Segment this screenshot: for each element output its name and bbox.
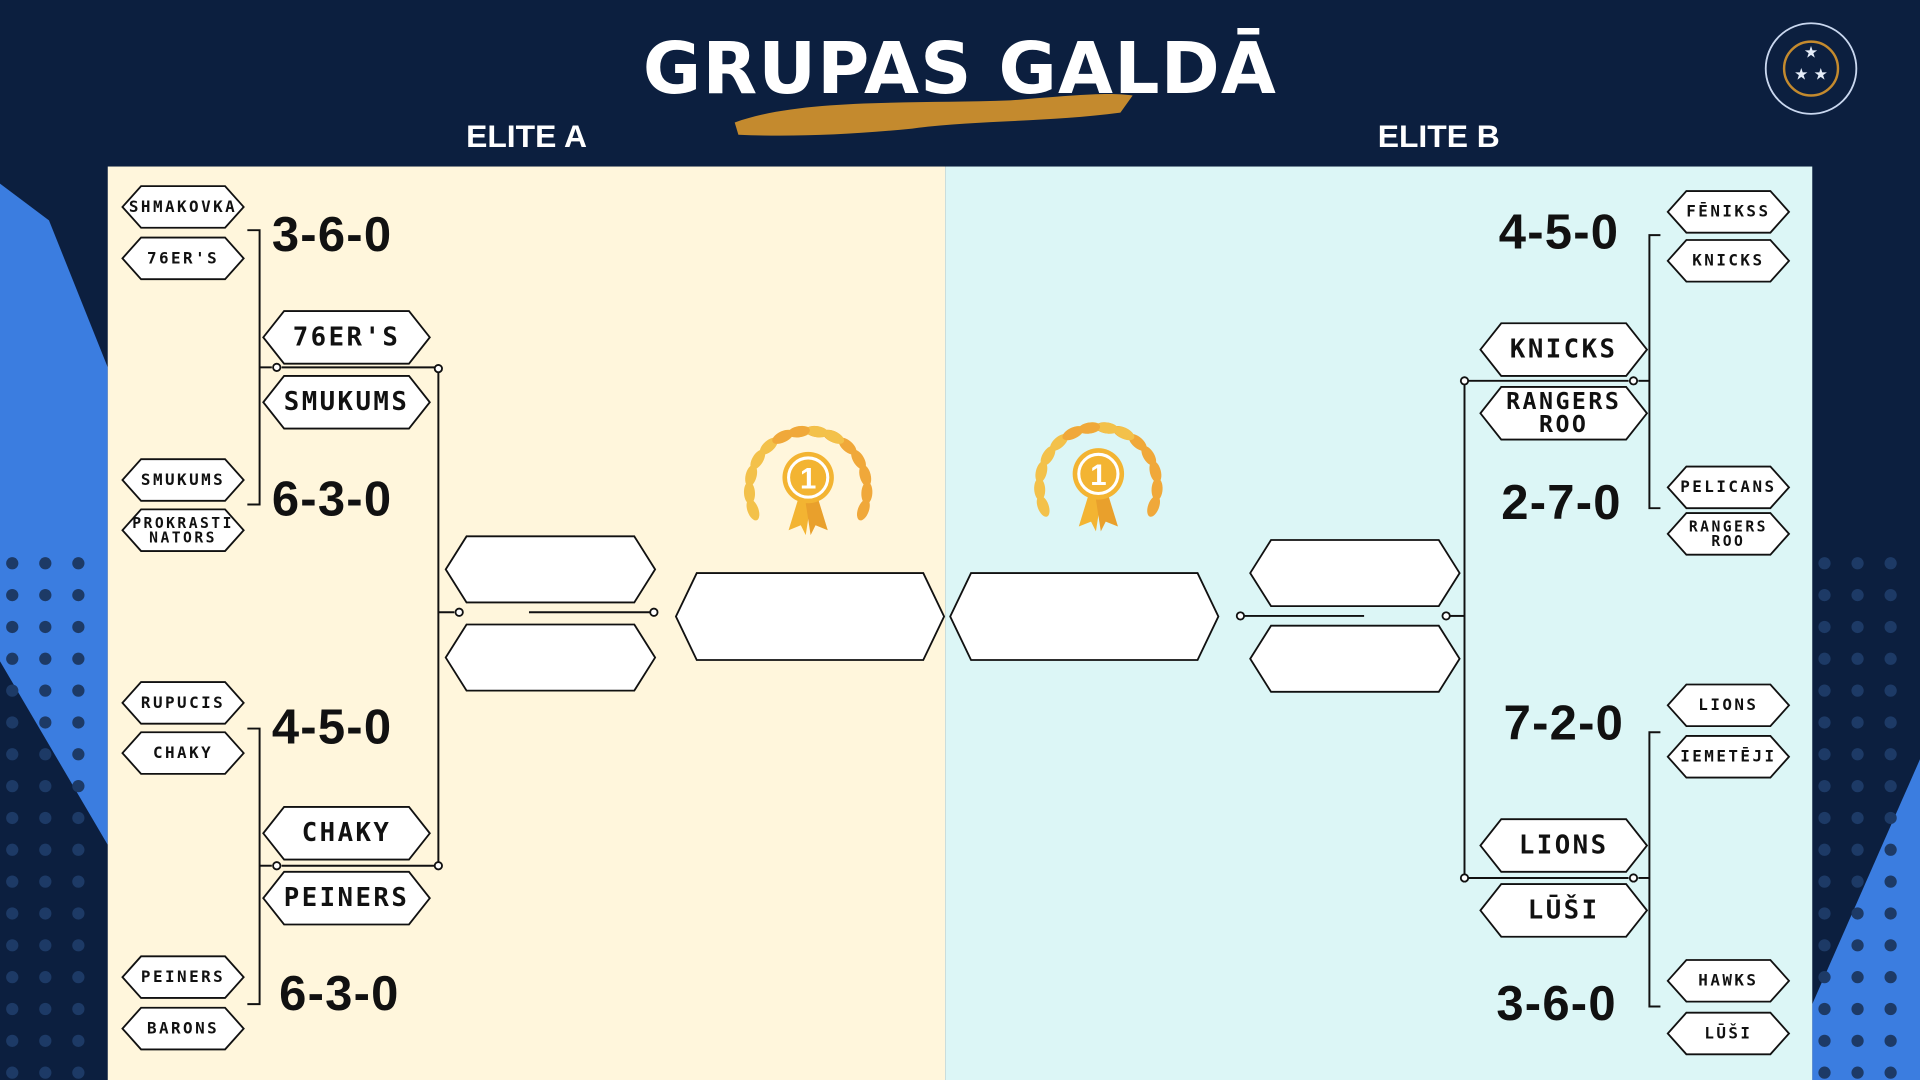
team-box: HAWKS (1666, 959, 1791, 1003)
empty-team-box (1249, 624, 1461, 693)
team-box: 76ER'S (121, 236, 245, 281)
match-score: 6-3-0 (279, 967, 400, 1022)
team-box: PEINERS (121, 955, 245, 999)
team-box: RANGERS ROO (1479, 386, 1649, 441)
team-box: SMUKUMS (262, 375, 431, 430)
team-box: LIONS (1666, 683, 1791, 728)
team-box: CHAKY (262, 806, 431, 861)
team-box: 76ER'S (262, 310, 431, 365)
team-box: FĒNIKSS (1666, 190, 1791, 234)
team-box: CHAKY (121, 731, 245, 775)
first-place-laurel-icon: 1 (1034, 422, 1163, 532)
winner-box-elite-a (674, 572, 946, 661)
team-box: PROKRASTI NATORS (121, 508, 245, 552)
section-title-elite-b: ELITE B (1377, 117, 1500, 155)
team-box: SHMAKOVKA (121, 185, 245, 229)
brush-stroke (734, 94, 1133, 136)
match-score: 3-6-0 (271, 208, 393, 263)
team-box: SMUKUMS (121, 458, 245, 502)
match-score: 7-2-0 (1503, 696, 1625, 751)
team-box: KNICKS (1479, 322, 1649, 377)
empty-team-box (444, 535, 657, 604)
team-box: RUPUCIS (121, 681, 245, 725)
svg-text:★: ★ (1814, 65, 1828, 84)
empty-team-box (444, 623, 657, 692)
page-title: GRUPAS GALDĀ (642, 26, 1278, 111)
match-score: 4-5-0 (271, 700, 393, 755)
svg-text:1: 1 (1090, 459, 1106, 492)
match-score: 3-6-0 (1496, 977, 1617, 1032)
team-box: BARONS (121, 1006, 245, 1051)
svg-text:★: ★ (1804, 43, 1818, 62)
svg-text:★: ★ (1794, 65, 1808, 84)
team-box: RANGERS ROO (1666, 512, 1791, 556)
team-box: LŪŠI (1479, 883, 1649, 938)
league-logo: ★ ★ ★ (1764, 22, 1858, 115)
team-box: KNICKS (1666, 239, 1791, 283)
section-title-elite-a: ELITE A (466, 117, 587, 155)
team-box: IEMETĒJI (1666, 735, 1791, 779)
team-box: LIONS (1479, 818, 1649, 873)
match-score: 6-3-0 (271, 472, 393, 527)
team-box: PEINERS (262, 870, 431, 926)
svg-text:1: 1 (800, 463, 816, 496)
empty-team-box (1249, 539, 1461, 608)
team-box: PELICANS (1666, 465, 1791, 510)
team-box: LŪŠI (1666, 1011, 1791, 1056)
winner-box-elite-b (949, 572, 1220, 661)
match-score: 2-7-0 (1501, 476, 1622, 531)
first-place-laurel-icon: 1 (743, 425, 873, 536)
match-score: 4-5-0 (1498, 205, 1620, 260)
